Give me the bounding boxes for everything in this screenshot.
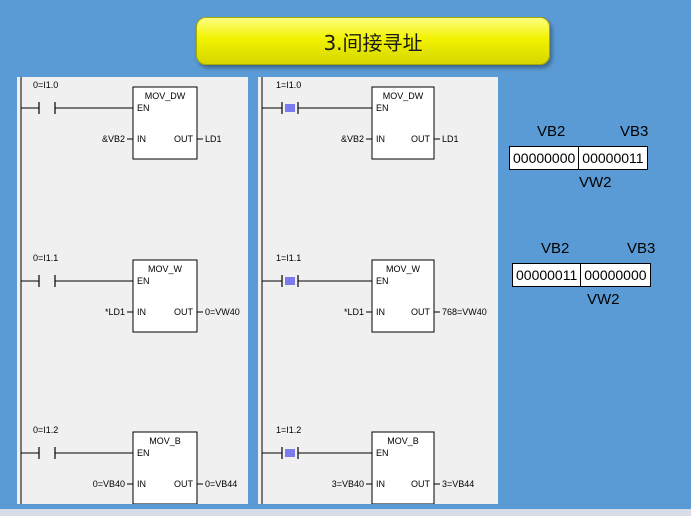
register-high-label: VB2 — [537, 123, 566, 140]
in-operand: 3=VB40 — [332, 479, 364, 489]
out-pin-label: OUT — [411, 307, 431, 317]
out-operand: 768=VW40 — [442, 307, 487, 317]
in-pin-label: IN — [376, 479, 385, 489]
instruction-box — [132, 86, 198, 160]
register-high-label: VB2 — [541, 240, 570, 257]
out-operand: 0=VW40 — [205, 307, 240, 317]
in-operand: &VB2 — [341, 134, 364, 144]
contact-power-flow — [285, 277, 295, 285]
contact-label: 1=I1.1 — [276, 253, 301, 263]
contact-label: 0=I1.0 — [33, 80, 58, 90]
contact-label: 0=I1.1 — [33, 253, 58, 263]
register-low-value: 00000000 — [580, 264, 649, 286]
en-label: EN — [376, 276, 389, 286]
instruction-box — [132, 259, 198, 333]
in-operand: 0=VB40 — [93, 479, 125, 489]
instruction-name: MOV_DW — [383, 91, 424, 101]
register-high-value: 00000000 — [513, 150, 576, 166]
contact-power-flow — [285, 104, 295, 112]
register-box: 00000000 00000011 — [509, 146, 648, 170]
instruction-name: MOV_W — [148, 264, 183, 274]
in-pin-label: IN — [376, 134, 385, 144]
out-pin-label: OUT — [174, 307, 194, 317]
instruction-name: MOV_W — [386, 264, 421, 274]
contact-power-flow — [285, 449, 295, 457]
in-operand: &VB2 — [102, 134, 125, 144]
in-pin-label: IN — [376, 307, 385, 317]
instruction-name: MOV_DW — [145, 91, 186, 101]
en-label: EN — [137, 103, 150, 113]
title-banner: 3.间接寻址 — [196, 17, 550, 65]
instruction-name: MOV_B — [387, 436, 419, 446]
out-operand: 3=VB44 — [442, 479, 474, 489]
page-title: 3.间接寻址 — [323, 30, 423, 55]
bottom-strip — [0, 509, 691, 516]
en-label: EN — [376, 448, 389, 458]
instruction-box — [371, 431, 435, 504]
register-low-label: VB3 — [627, 240, 656, 257]
en-label: EN — [376, 103, 389, 113]
register-box: 00000011 00000000 — [512, 263, 651, 287]
register-high-value: 00000011 — [516, 267, 578, 283]
in-pin-label: IN — [137, 479, 146, 489]
out-operand: LD1 — [205, 134, 222, 144]
in-operand: *LD1 — [105, 307, 125, 317]
out-operand: LD1 — [442, 134, 459, 144]
in-pin-label: IN — [137, 134, 146, 144]
register-low-value: 00000011 — [578, 147, 646, 169]
register-word-label: VW2 — [579, 174, 612, 191]
out-pin-label: OUT — [174, 134, 194, 144]
instruction-box — [132, 431, 198, 504]
contact-label: 1=I1.2 — [276, 425, 301, 435]
register-low-label: VB3 — [620, 123, 649, 140]
contact-label: 0=I1.2 — [33, 425, 58, 435]
instruction-box — [371, 259, 435, 333]
en-label: EN — [137, 276, 150, 286]
instruction-name: MOV_B — [149, 436, 181, 446]
instruction-box — [371, 86, 435, 160]
out-pin-label: OUT — [174, 479, 194, 489]
register-word-label: VW2 — [587, 291, 620, 308]
out-pin-label: OUT — [411, 479, 431, 489]
out-operand: 0=VB44 — [205, 479, 237, 489]
in-operand: *LD1 — [344, 307, 364, 317]
en-label: EN — [137, 448, 150, 458]
out-pin-label: OUT — [411, 134, 431, 144]
in-pin-label: IN — [137, 307, 146, 317]
contact-label: 1=I1.0 — [276, 80, 301, 90]
